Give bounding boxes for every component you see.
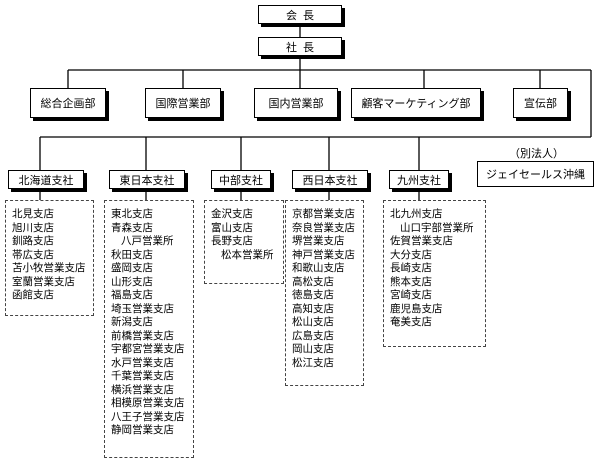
branch-item: 長崎支店 <box>390 262 432 274</box>
branch-item: 和歌山支店 <box>292 262 345 274</box>
branch-item: 函館支店 <box>12 289 54 301</box>
branch-list-east-japan: 東北支店青森支店八戸営業所秋田支店盛岡支店山形支店福島支店埼玉営業支店新潟支店前… <box>104 200 194 458</box>
branch-list-chubu: 金沢支店富山支店長野支店松本営業所 <box>204 200 284 284</box>
branch-item: 新潟支店 <box>111 316 153 328</box>
branch-item: 広島支店 <box>292 329 334 342</box>
branch-item: 京都営業支店 <box>292 208 355 220</box>
branch-item: 秋田支店 <box>111 248 153 261</box>
branch-item: 松本営業所 <box>221 248 274 261</box>
branch-list-kyushu: 北九州支店山口宇部営業所佐賀営業支店大分支店長崎支店熊本支店宮崎支店鹿児島支店奄… <box>383 200 486 347</box>
branch-item: 釧路支店 <box>12 235 54 247</box>
branch-item: 東北支店 <box>111 208 153 220</box>
region-east-japan: 東日本支社 <box>109 170 185 189</box>
branch-item: 静岡営業支店 <box>111 424 174 436</box>
branch-list-hokkaido: 北見支店旭川支店釧路支店帯広支店苫小牧営業支店室蘭営業支店函館支店 <box>5 200 94 316</box>
branch-item: 金沢支店 <box>211 208 253 220</box>
branch-item: 堺営業支店 <box>292 235 345 247</box>
branch-item: 佐賀営業支店 <box>390 235 453 247</box>
branch-item: 松山支店 <box>292 316 334 328</box>
branch-item: 水戸営業支店 <box>111 356 174 369</box>
dept-advertising: 宣伝部 <box>513 88 568 118</box>
branch-item: 山口宇部営業所 <box>400 221 474 234</box>
branch-item: 千葉営業支店 <box>111 370 174 382</box>
dept-domestic-sales: 国内営業部 <box>254 88 338 118</box>
branch-item: 宇都宮営業支店 <box>111 343 185 355</box>
branch-item: 北見支店 <box>12 208 54 220</box>
region-chubu: 中部支社 <box>211 170 271 189</box>
branch-item: 長野支店 <box>211 235 253 247</box>
chairman-box: 会長 <box>258 5 342 24</box>
subsidiary-box: ジェイセールス沖縄 <box>477 161 594 187</box>
branch-item: 八王子営業支店 <box>111 410 185 423</box>
branch-item: 福島支店 <box>111 289 153 301</box>
region-kyushu: 九州支社 <box>389 170 449 189</box>
branch-item: 埼玉営業支店 <box>111 302 174 315</box>
dept-general-planning: 総合企画部 <box>30 88 106 118</box>
branch-item: 岡山支店 <box>292 343 334 355</box>
branch-item: 帯広支店 <box>12 248 54 261</box>
branch-item: 旭川支店 <box>12 221 54 234</box>
branch-item: 青森支店 <box>111 221 153 234</box>
branch-item: 苫小牧営業支店 <box>12 262 86 274</box>
dept-customer-marketing: 顧客マーケティング部 <box>351 88 481 118</box>
branch-item: 宮崎支店 <box>390 289 432 301</box>
branch-item: 松江支店 <box>292 356 334 369</box>
region-hokkaido: 北海道支社 <box>8 170 84 189</box>
president-box: 社長 <box>258 37 342 56</box>
branch-item: 相模原営業支店 <box>111 397 185 409</box>
branch-item: 北九州支店 <box>390 208 443 220</box>
branch-item: 高松支店 <box>292 275 334 288</box>
branch-item: 八戸営業所 <box>121 235 174 247</box>
branch-item: 室蘭営業支店 <box>12 275 75 288</box>
branch-item: 大分支店 <box>390 248 432 261</box>
subsidiary-label: （別法人） <box>509 147 564 160</box>
branch-item: 熊本支店 <box>390 275 432 288</box>
branch-item: 奄美支店 <box>390 316 432 328</box>
branch-item: 横浜営業支店 <box>111 383 174 396</box>
branch-item: 鹿児島支店 <box>390 302 443 315</box>
branch-item: 前橋営業支店 <box>111 329 174 342</box>
branch-item: 神戸営業支店 <box>292 248 355 261</box>
branch-item: 高知支店 <box>292 302 334 315</box>
branch-list-west-japan: 京都営業支店奈良営業支店堺営業支店神戸営業支店和歌山支店高松支店徳島支店高知支店… <box>285 200 364 386</box>
branch-item: 徳島支店 <box>292 289 334 301</box>
branch-item: 山形支店 <box>111 275 153 288</box>
region-west-japan: 西日本支社 <box>292 170 368 189</box>
dept-international-sales: 国際営業部 <box>145 88 221 118</box>
branch-item: 富山支店 <box>211 221 253 234</box>
branch-item: 盛岡支店 <box>111 262 153 274</box>
branch-item: 奈良営業支店 <box>292 221 355 234</box>
